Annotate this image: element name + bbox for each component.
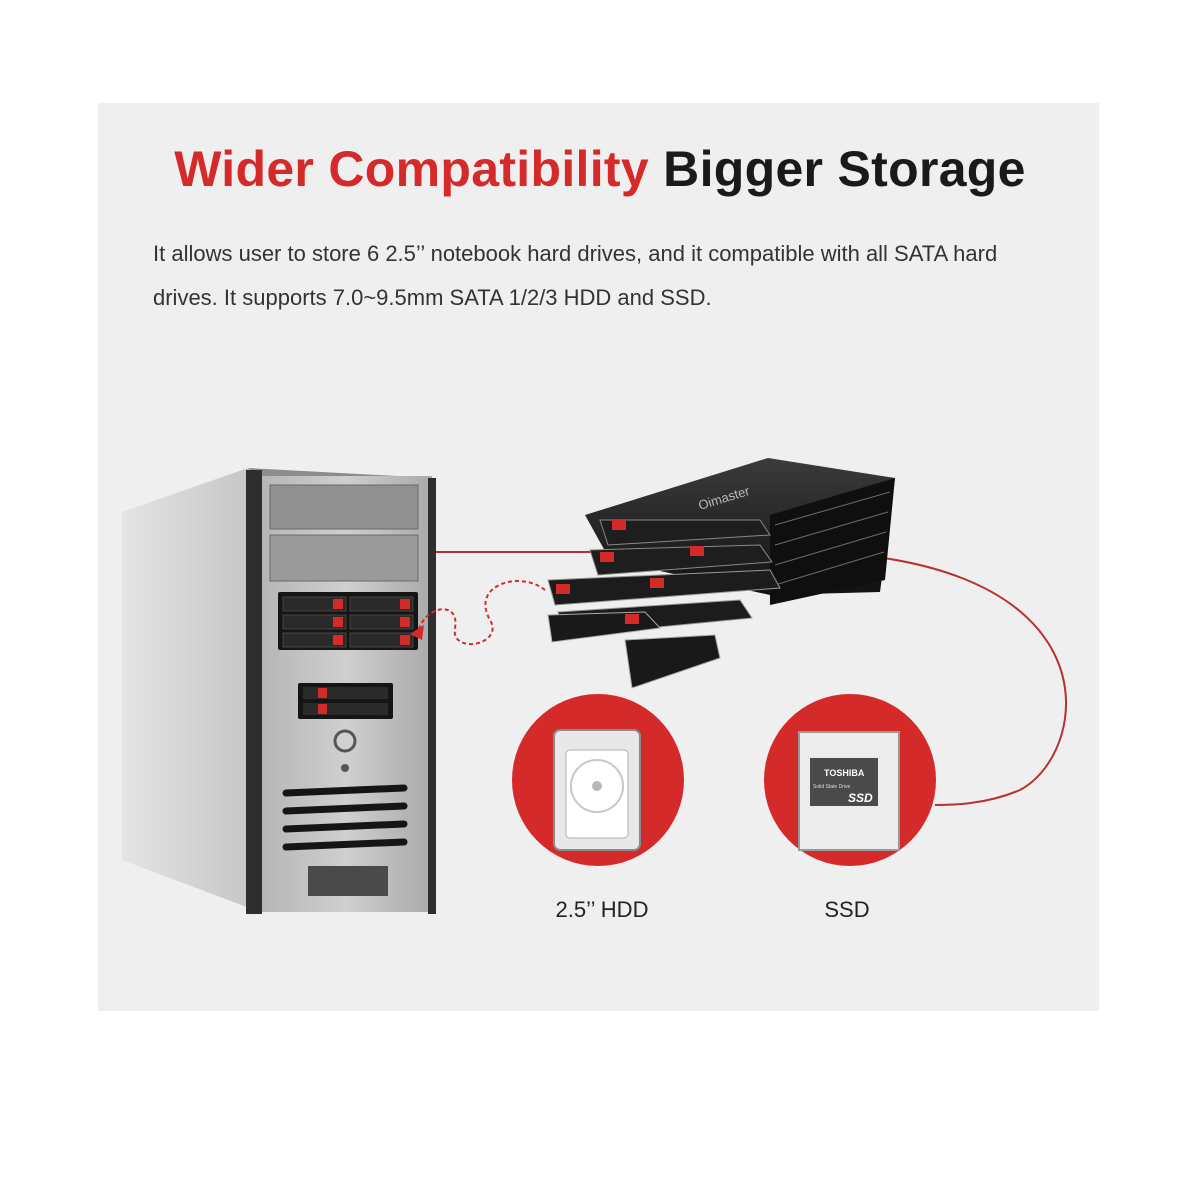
pc-tower	[122, 468, 436, 914]
power-button	[333, 729, 357, 753]
headline: Wider Compatibility Bigger Storage	[0, 140, 1200, 198]
ssd-label: SSD	[848, 791, 873, 805]
hdd-badge	[512, 694, 684, 866]
tower-vents	[282, 784, 408, 851]
ssd-brand: TOSHIBA	[824, 768, 865, 778]
hdd-caption: 2.5’’ HDD	[555, 897, 649, 922]
headline-rest: Bigger Storage	[663, 141, 1026, 197]
connector-line	[432, 550, 1068, 806]
insert-arrow-icon	[410, 580, 546, 645]
ssd-badge: TOSHIBA Solid State Drive SSD	[764, 694, 936, 866]
ssd-series: Solid State Drive	[813, 784, 850, 790]
ssd-caption: SSD	[824, 897, 870, 922]
drive-trays	[547, 519, 781, 689]
power-led	[341, 764, 349, 772]
tower-side	[122, 468, 260, 912]
description: It allows user to store 6 2.5’’ notebook…	[153, 241, 998, 310]
headline-accent: Wider Compatibility	[174, 141, 649, 197]
enclosure-6bay: Oimaster	[547, 458, 895, 689]
